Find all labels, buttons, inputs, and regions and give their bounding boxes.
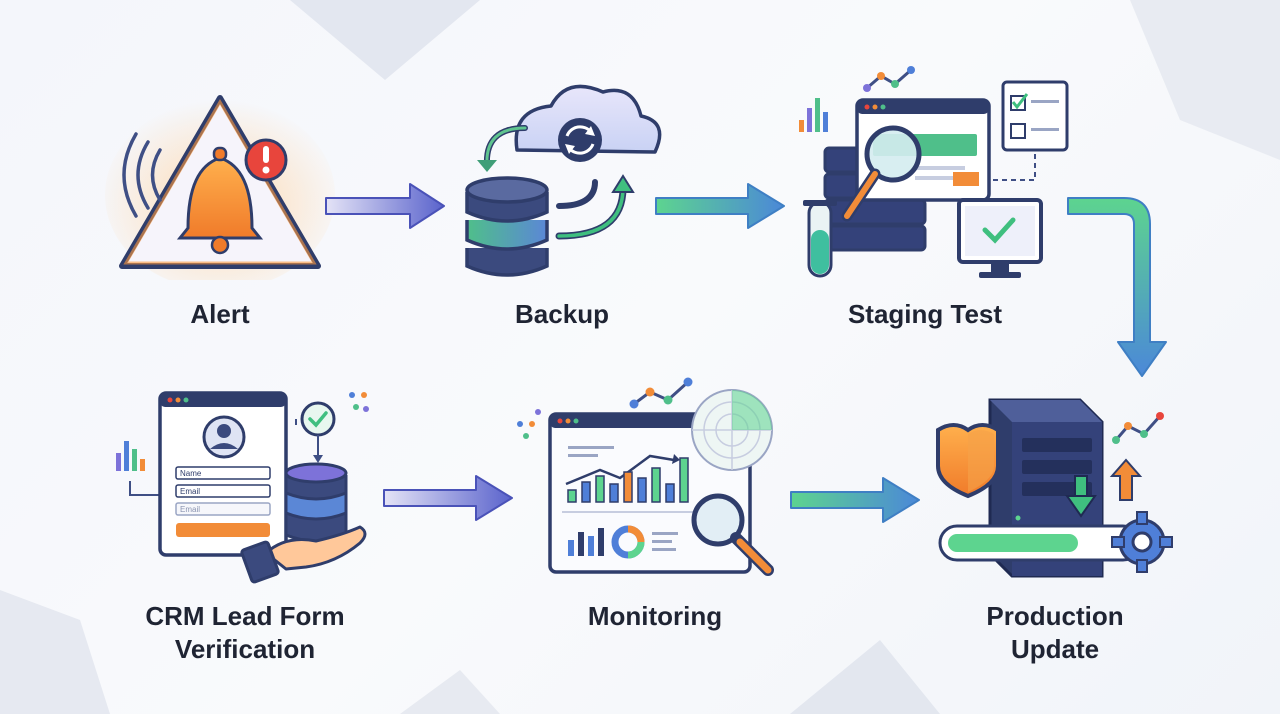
flow-arrow-monitoring-to-production — [790, 477, 920, 523]
step-label-alert: Alert — [190, 299, 250, 329]
flow-arrow-alert-to-backup — [325, 183, 445, 229]
monitoring-dashboard-icon — [517, 377, 774, 576]
form-field-email-placeholder: Email — [180, 505, 200, 514]
backup-step-icon — [455, 70, 675, 290]
crm-lead-form-step-icon: Name Email Email — [110, 385, 380, 590]
step-label-crm-lead-form-verification: CRM Lead Form Verification — [145, 601, 345, 664]
monitoring-step-icon — [510, 372, 790, 592]
flow-arrow-staging-to-production — [1067, 197, 1167, 377]
flow-arrow-crm-to-monitoring — [383, 475, 513, 521]
form-field-name: Name — [180, 469, 202, 478]
cloud-database-sync-icon — [465, 84, 662, 277]
warning-bell-icon — [105, 95, 335, 290]
step-label-backup: Backup — [515, 299, 609, 329]
form-field-email: Email — [180, 487, 200, 496]
staging-test-step-icon — [795, 62, 1085, 292]
step-label-monitoring: Monitoring — [587, 601, 723, 631]
crm-form-database-icon: Name Email Email — [116, 391, 369, 584]
production-update-step-icon — [930, 380, 1180, 590]
production-server-shield-icon — [936, 398, 1173, 578]
step-label-staging-test: Staging Test — [847, 299, 1003, 329]
alert-step-icon — [100, 80, 340, 290]
staging-server-inspection-icon — [799, 66, 1069, 278]
step-label-production-update: Production Update — [986, 601, 1124, 664]
flow-arrow-backup-to-staging — [655, 183, 785, 229]
